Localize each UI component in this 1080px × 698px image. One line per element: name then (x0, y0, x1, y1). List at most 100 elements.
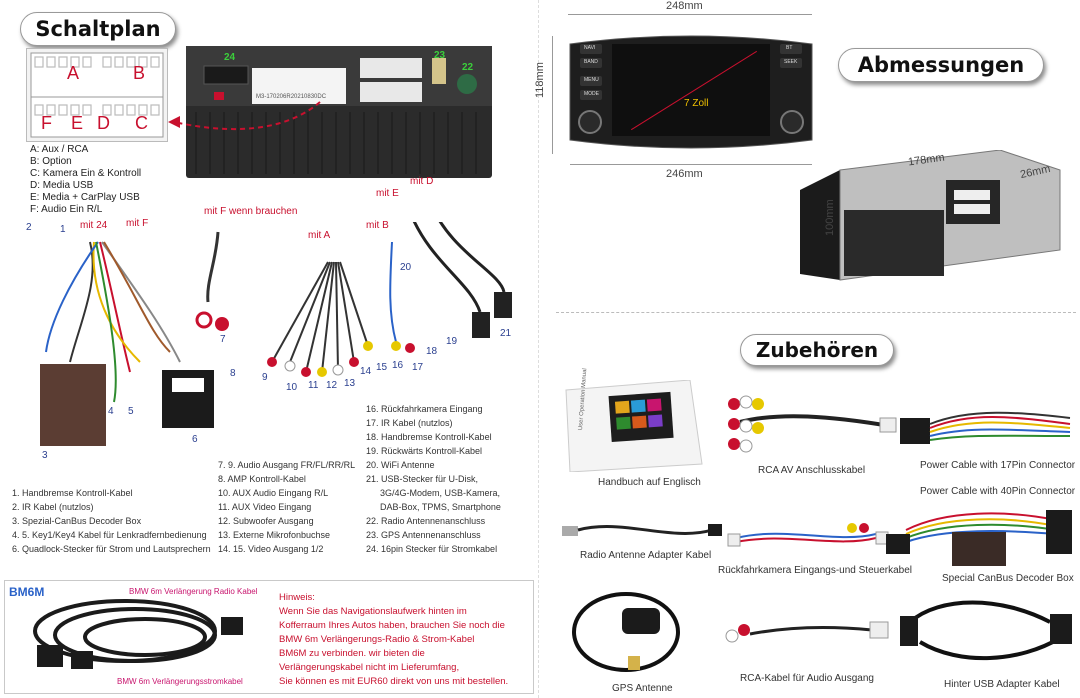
desc-14-15: 14. 15. Video Ausgang 1/2 (218, 544, 324, 554)
cable-num-7: 7 (220, 334, 226, 345)
desc-4-5: 4. 5. Key1/Key4 Kabel für Lenkradfernbed… (12, 530, 207, 540)
cable-num-5: 5 (128, 406, 134, 417)
port-number-24: 24 (224, 52, 236, 63)
desc-19: 19. Rückwärts Kontroll-Kabel (366, 446, 483, 456)
vertical-divider (538, 0, 539, 698)
desc-24: 24. 16pin Stecker für Stromkabel (366, 544, 498, 554)
manual-photo: User Operation Manual (560, 368, 706, 473)
cable-num-15: 15 (376, 362, 388, 373)
btn-mode: MODE (584, 91, 599, 97)
cable-num-8: 8 (230, 368, 236, 379)
cable-num-10: 10 (286, 382, 298, 393)
btn-band: BAND (584, 59, 598, 65)
btn-navi: NAVI (584, 45, 596, 51)
radio-side-photo: 178mm 100mm 26mm (790, 149, 1066, 292)
hinweis-line-2: Kofferraum Ihres Autos haben, brauchen S… (279, 620, 505, 631)
connection-arrow (168, 101, 321, 131)
cable-num-6: 6 (192, 434, 198, 445)
power17-photo (900, 411, 1071, 444)
cable-num-13: 13 (344, 378, 356, 389)
label-mit-24: mit 24 (80, 220, 108, 231)
legend-b: B: Option (30, 156, 72, 167)
label-mit-b: mit B (366, 220, 389, 231)
desc-column-1: 1. Handbremse Kontroll-Kabel 2. IR Kabel… (12, 486, 211, 556)
bm6m-title: BM6M (9, 585, 45, 599)
port-number-22: 22 (462, 62, 474, 73)
connector-legend: A: Aux / RCA B: Option C: Kamera Ein & K… (30, 144, 141, 216)
desc-21: 21. USB-Stecker für U-Disk, (366, 474, 479, 484)
desc-8: 8. AMP Kontroll-Kabel (218, 474, 306, 484)
dim-118-line (552, 36, 553, 154)
bm6m-box: BM6M BMW 6m Verlängerung Radio Kabel BMW… (4, 580, 534, 694)
dim-246: 246mm (666, 168, 703, 180)
rca-av-photo (728, 395, 897, 453)
legend-c: C: Kamera Ein & Kontroll (30, 168, 142, 179)
legend-d: D: Media USB (30, 180, 94, 191)
radio-front-drawing (569, 35, 813, 149)
desc-13: 13. Externe Mikrofonbuchse (218, 530, 331, 540)
desc-18: 18. Handbremse Kontroll-Kabel (366, 432, 492, 442)
cable-harness-drawing (40, 222, 512, 446)
cable-num-3: 3 (42, 450, 48, 461)
gps-antenna-photo (572, 592, 680, 672)
desc-21-cont-2: DAB-Box, TPMS, Smartphone (380, 502, 501, 512)
acc-gps-label: GPS Antenne (612, 683, 673, 694)
desc-23: 23. GPS Antennenanschluss (366, 530, 481, 540)
reverse-cam-photo (727, 523, 889, 547)
label-mit-f: mit F (126, 218, 149, 229)
unit-rear-drawing (186, 46, 492, 174)
dim-100: 100mm (824, 199, 836, 236)
screen-size-label: 7 Zoll (684, 98, 709, 109)
zubehoeren-header: Zubehören (740, 334, 894, 366)
acc-manual-label: Handbuch auf Englisch (598, 477, 701, 488)
unit-sticker-text: M3-170206R20210830DC (256, 94, 327, 100)
desc-7-9: 7. 9. Audio Ausgang FR/FL/RR/RL (218, 460, 356, 470)
rca-audio-photo (725, 621, 889, 643)
radio-side-drawing (800, 149, 1061, 281)
cable-num-18: 18 (426, 346, 438, 357)
desc-1: 1. Handbremse Kontroll-Kabel (12, 488, 133, 498)
hinweis-line-3: BMW 6m Verlängerungs-Radio & Strom-Kabel (279, 634, 475, 645)
cable-num-16: 16 (392, 360, 404, 371)
connector-letter-e: E (71, 113, 84, 133)
cable-num-9: 9 (262, 372, 268, 383)
desc-10: 10. AUX Audio Eingang R/L (218, 488, 329, 498)
section-divider (556, 312, 1076, 313)
hinweis-title: Hinweis: (279, 592, 315, 603)
usb-adapter-photo (900, 600, 1072, 661)
btn-menu: MENU (584, 77, 599, 83)
schaltplan-header: Schaltplan (20, 12, 176, 46)
desc-22: 22. Radio Antennenanschluss (366, 516, 486, 526)
label-mit-f-wenn: mit F wenn brauchen (204, 206, 298, 217)
cable-num-4: 4 (108, 406, 114, 417)
connector-letter-b: B (133, 63, 146, 83)
desc-12: 12. Subwoofer Ausgang (218, 516, 314, 526)
desc-17: 17. IR Kabel (nutzlos) (366, 418, 453, 428)
legend-f: F: Audio Ein R/L (30, 204, 103, 215)
connector-plug-diagram: A B F E D C (26, 48, 168, 142)
hinweis-line-6: Sie können es mit EUR60 direkt von uns m… (279, 676, 509, 687)
label-mit-d: mit D (410, 176, 434, 187)
connector-letter-c: C (135, 113, 148, 133)
dim-246-line (570, 164, 812, 165)
connector-letter-f: F (41, 113, 52, 133)
dim-118: 118mm (534, 62, 546, 98)
legend-e: E: Media + CarPlay USB (30, 192, 140, 203)
desc-16: 16. Rückfahrkamera Eingang (366, 404, 483, 414)
radio-front-photo: NAVI BAND MENU MODE BT SEEK 7 Zoll (566, 32, 816, 152)
acc-rca-audio-label: RCA-Kabel für Audio Ausgang (740, 673, 874, 684)
cable-num-21: 21 (500, 328, 512, 339)
label-mit-a: mit A (308, 230, 331, 241)
hinweis-line-5: Verlängerungskabel nicht im Lieferumfang… (279, 662, 460, 673)
desc-3: 3. Spezial-CanBus Decoder Box (12, 516, 142, 526)
port-number-23: 23 (434, 50, 446, 61)
acc-power17-label: Power Cable with 17Pin Connector (920, 460, 1076, 471)
desc-20: 20. WiFi Antenne (366, 460, 435, 470)
acc-power40-label: Power Cable with 40Pin Connector (920, 486, 1076, 497)
legend-a: A: Aux / RCA (30, 144, 89, 155)
dim-248: 248mm (666, 0, 703, 12)
bm6m-cable-drawing (33, 599, 243, 669)
cable-num-14: 14 (360, 366, 372, 377)
cable-num-2: 2 (26, 222, 32, 233)
cable-num-11: 11 (308, 380, 319, 391)
